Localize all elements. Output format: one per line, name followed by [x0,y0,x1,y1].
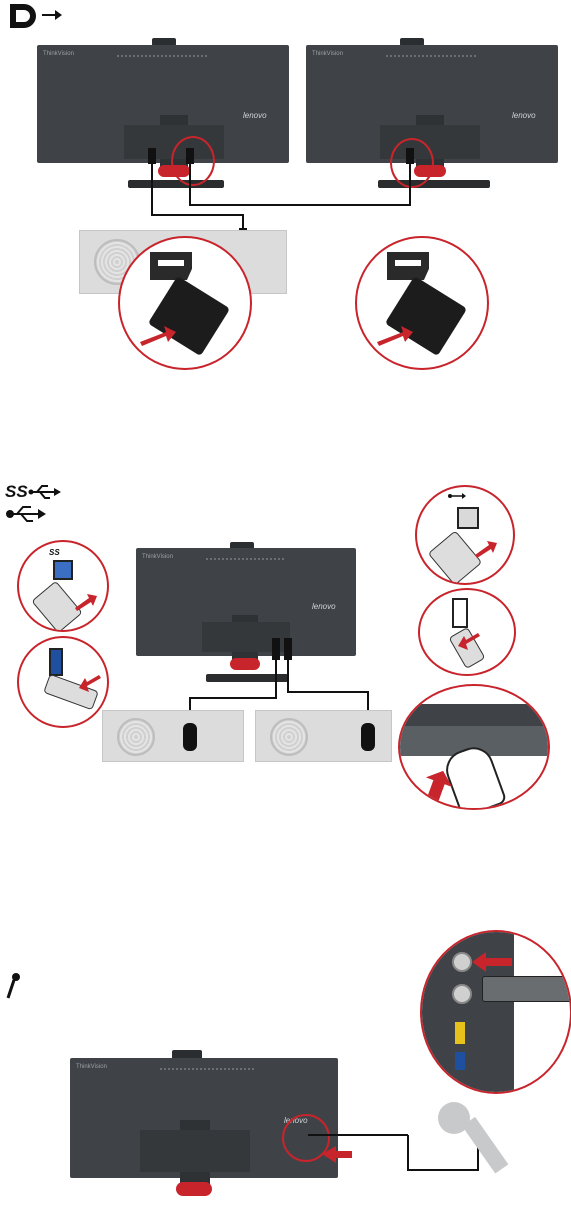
audio-plug [482,976,570,1002]
stand-base [378,180,490,188]
dp-connector-zoom-right [355,236,489,370]
usb-plug [183,723,197,751]
arrow-red-icon [75,594,97,611]
usb-ss-label: SS [5,482,28,501]
arrow-red-icon [475,541,497,558]
usb-a-ss-zoom [17,636,109,728]
usb-b-upstream-zoom [415,485,515,585]
arrow-red-icon [425,770,453,802]
arrow-red-icon [472,952,512,972]
fan-grille [117,718,155,756]
dp-cables [148,148,414,242]
port-highlight [282,1114,330,1162]
arrow-red-icon [79,675,101,692]
lenovo-logo: lenovo [243,111,267,120]
pc-back-panel [102,710,244,762]
brand-badge: ThinkVision [43,51,74,57]
usb-ss-icon [28,485,61,499]
usb-port-yellow [455,1022,465,1044]
brand-badge: ThinkVision [76,1064,107,1070]
arrow-red-icon [458,633,480,650]
displayport-section: ThinkVision lenovo ThinkVision lenovo [0,0,571,400]
port-highlight [390,138,434,188]
usb-icon [6,506,46,522]
brand-badge: ThinkVision [142,554,173,560]
usb-section: SS SS ThinkVision lenovo [0,470,571,810]
power-button-zoom [398,684,550,810]
usb-b-port [53,560,73,580]
stand-base [128,180,224,188]
arrow-red-icon [140,326,176,346]
pc-back-panel [255,710,392,762]
lenovo-logo: lenovo [312,602,336,611]
fan-grille [270,718,308,756]
usb-b-zoom: SS [17,540,109,632]
stand-ring [176,1182,212,1196]
headphone-jack [452,952,472,972]
mic-cable [308,1130,479,1171]
dp-port [387,252,429,280]
camera [400,38,424,46]
mic-jack [452,984,472,1004]
arrow-right-icon [42,10,62,20]
usb-ss-label: SS [49,548,60,557]
displayport-icon [10,4,36,28]
usb-a-port [452,598,468,628]
usb-plug [361,723,375,751]
lenovo-logo: lenovo [512,111,536,120]
port-highlight [171,136,215,186]
usb-port-blue [455,1052,465,1070]
brand-badge: ThinkVision [312,51,343,57]
stand-ring [230,658,260,670]
microphone-icon [6,973,20,999]
dp-connector-zoom-left [118,236,252,370]
camera [172,1050,202,1060]
stand-base [206,674,288,682]
usb-b-port [457,507,479,529]
monitor-bezel-buttons [400,704,548,726]
camera [152,38,176,46]
microphone-section: ThinkVision lenovo [0,930,571,1208]
dp-port [150,252,192,280]
arrow-red-icon [377,326,413,346]
usb-icon [448,493,466,499]
usb-a-downstream-zoom [418,588,516,676]
camera [230,542,254,550]
